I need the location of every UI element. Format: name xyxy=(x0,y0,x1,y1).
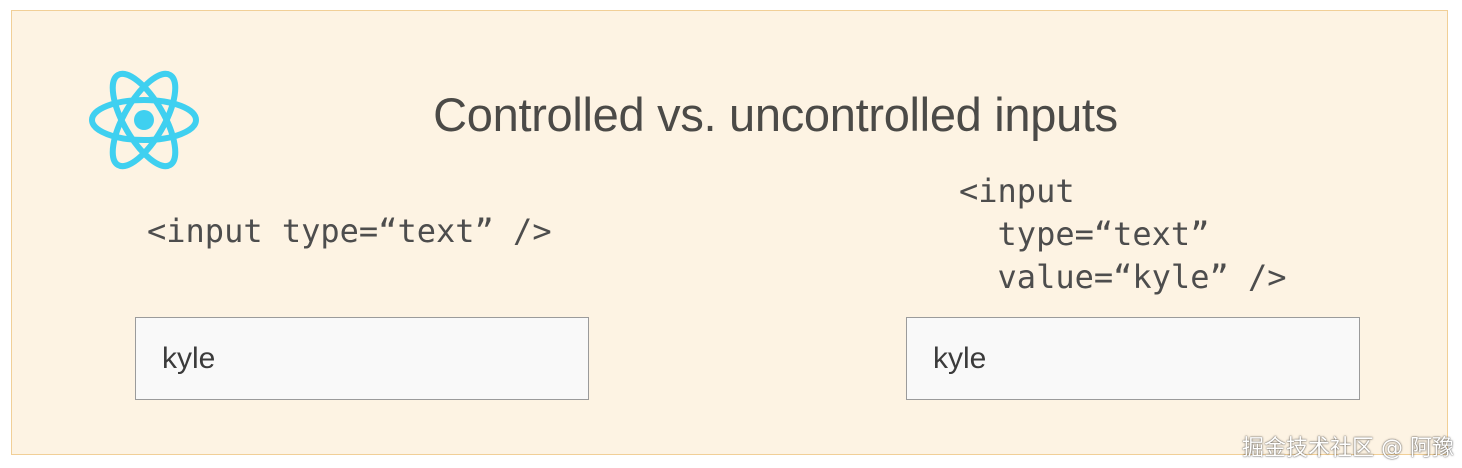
react-logo-icon xyxy=(89,70,199,170)
slide-title: Controlled vs. uncontrolled inputs xyxy=(433,88,1118,141)
uncontrolled-text-input[interactable] xyxy=(135,317,589,400)
watermark: 掘金技术社区 @ 阿豫 xyxy=(1242,436,1454,461)
uncontrolled-code-snippet: <input type=“text” /> xyxy=(147,212,552,250)
controlled-text-input[interactable] xyxy=(906,317,1360,400)
controlled-code-snippet: <input type=“text” value=“kyle” /> xyxy=(959,172,1287,296)
slide: Controlled vs. uncontrolled inputs <inpu… xyxy=(11,10,1448,455)
